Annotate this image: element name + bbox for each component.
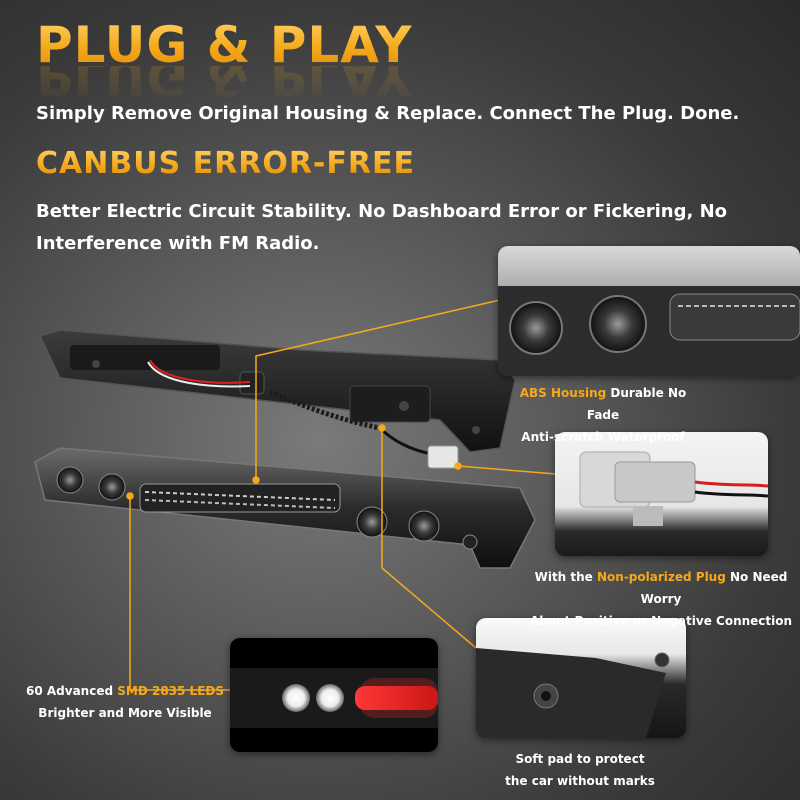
soft-pad-closeup bbox=[476, 618, 686, 738]
smd-led-closeup bbox=[230, 638, 438, 752]
led-highlight: SMD 2835 LEDS bbox=[117, 684, 224, 698]
plug-and-play-headline: PLUG & PLAY bbox=[36, 16, 413, 74]
abs-housing-caption: ABS Housing Durable No Fade Anti-scratch… bbox=[519, 386, 687, 444]
plug-and-play-subline: Simply Remove Original Housing & Replace… bbox=[36, 103, 740, 124]
canbus-headline: CANBUS ERROR-FREE bbox=[36, 146, 415, 181]
callout-lines bbox=[126, 299, 557, 691]
plug-highlight: Non-polarized Plug bbox=[597, 570, 726, 584]
plug-connector-closeup bbox=[555, 432, 768, 556]
soft-pad-caption: Soft pad to protect the car without mark… bbox=[505, 752, 655, 788]
canbus-subline: Better Electric Circuit Stability. No Da… bbox=[36, 201, 728, 254]
plug-caption: With the Non-polarized Plug No Need Worr… bbox=[529, 570, 793, 628]
light-bar-front-view bbox=[34, 447, 536, 569]
abs-housing-closeup bbox=[498, 246, 800, 376]
abs-housing-highlight: ABS Housing bbox=[519, 386, 607, 400]
led-caption: 60 Advanced SMD 2835 LEDS Brighter and M… bbox=[26, 684, 224, 720]
light-bar-back-view bbox=[38, 329, 516, 469]
